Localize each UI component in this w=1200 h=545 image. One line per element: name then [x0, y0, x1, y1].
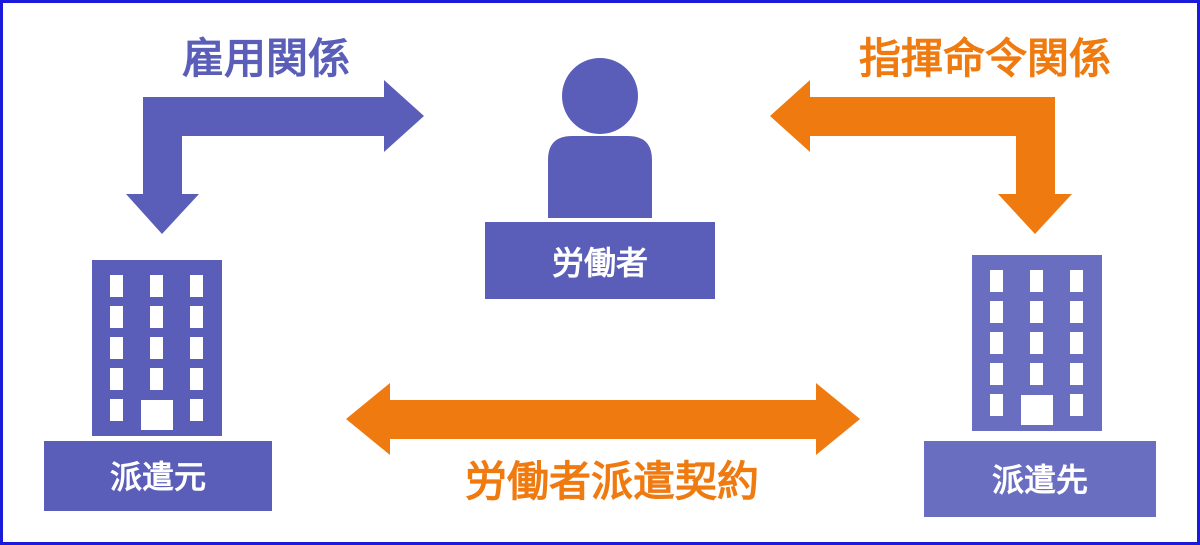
- person-icon: [548, 58, 652, 218]
- employment-relation-arrow: [126, 80, 424, 234]
- command-relation-label: 指揮命令関係: [859, 34, 1111, 83]
- worker-label: 労働者: [552, 244, 648, 282]
- dispatch-source-label: 派遣元: [110, 458, 206, 496]
- command-relation-arrow: [770, 80, 1072, 234]
- employment-relation-label: 雇用関係: [182, 34, 350, 83]
- worker-box: 労働者: [485, 222, 715, 299]
- building-icon: [972, 255, 1102, 431]
- dispatch-destination-label: 派遣先: [992, 461, 1088, 499]
- dispatch-destination-box: 派遣先: [924, 441, 1156, 517]
- dispatch-contract-arrow: [346, 383, 860, 455]
- dispatch-contract-label: 労働者派遣契約: [465, 457, 759, 506]
- building-icon: [92, 260, 222, 436]
- dispatch-source-box: 派遣元: [44, 441, 272, 511]
